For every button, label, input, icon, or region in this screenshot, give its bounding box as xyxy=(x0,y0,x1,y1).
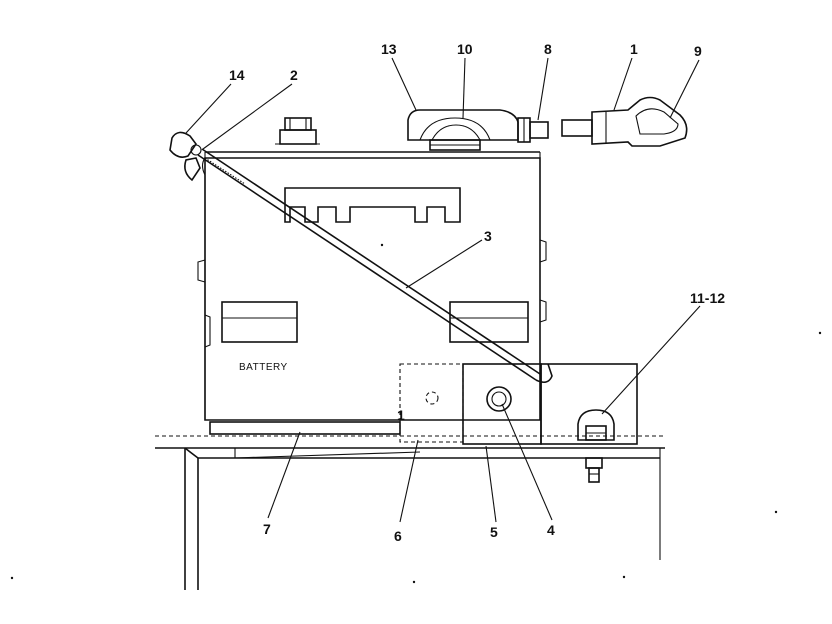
callout-dashed-1: 1 xyxy=(397,407,405,423)
battery-tray-base xyxy=(155,435,665,590)
callout-5: 5 xyxy=(490,524,498,540)
wing-nut xyxy=(169,131,202,182)
callout-6: 6 xyxy=(394,528,402,544)
terminal-clamp xyxy=(407,109,519,151)
bolt-and-nut xyxy=(577,409,615,483)
battery-label: BATTERY xyxy=(239,362,288,373)
callout-11-12: 11-12 xyxy=(690,290,725,306)
callout-1: 1 xyxy=(630,41,638,57)
mounting-bracket xyxy=(399,363,638,445)
hold-down-rod xyxy=(197,148,553,384)
cable-end xyxy=(517,117,549,143)
leader-lines xyxy=(185,57,701,523)
callout-7: 7 xyxy=(263,521,271,537)
callout-4: 4 xyxy=(547,522,555,538)
callout-10: 10 xyxy=(457,41,473,57)
callout-9: 9 xyxy=(694,43,702,59)
callout-2: 2 xyxy=(290,67,298,83)
battery-post xyxy=(275,117,320,145)
callout-13: 13 xyxy=(381,41,397,57)
callout-14: 14 xyxy=(229,67,245,83)
callout-3: 3 xyxy=(484,228,492,244)
cable-connector xyxy=(561,96,688,147)
callout-8: 8 xyxy=(544,41,552,57)
battery-case xyxy=(10,151,822,584)
